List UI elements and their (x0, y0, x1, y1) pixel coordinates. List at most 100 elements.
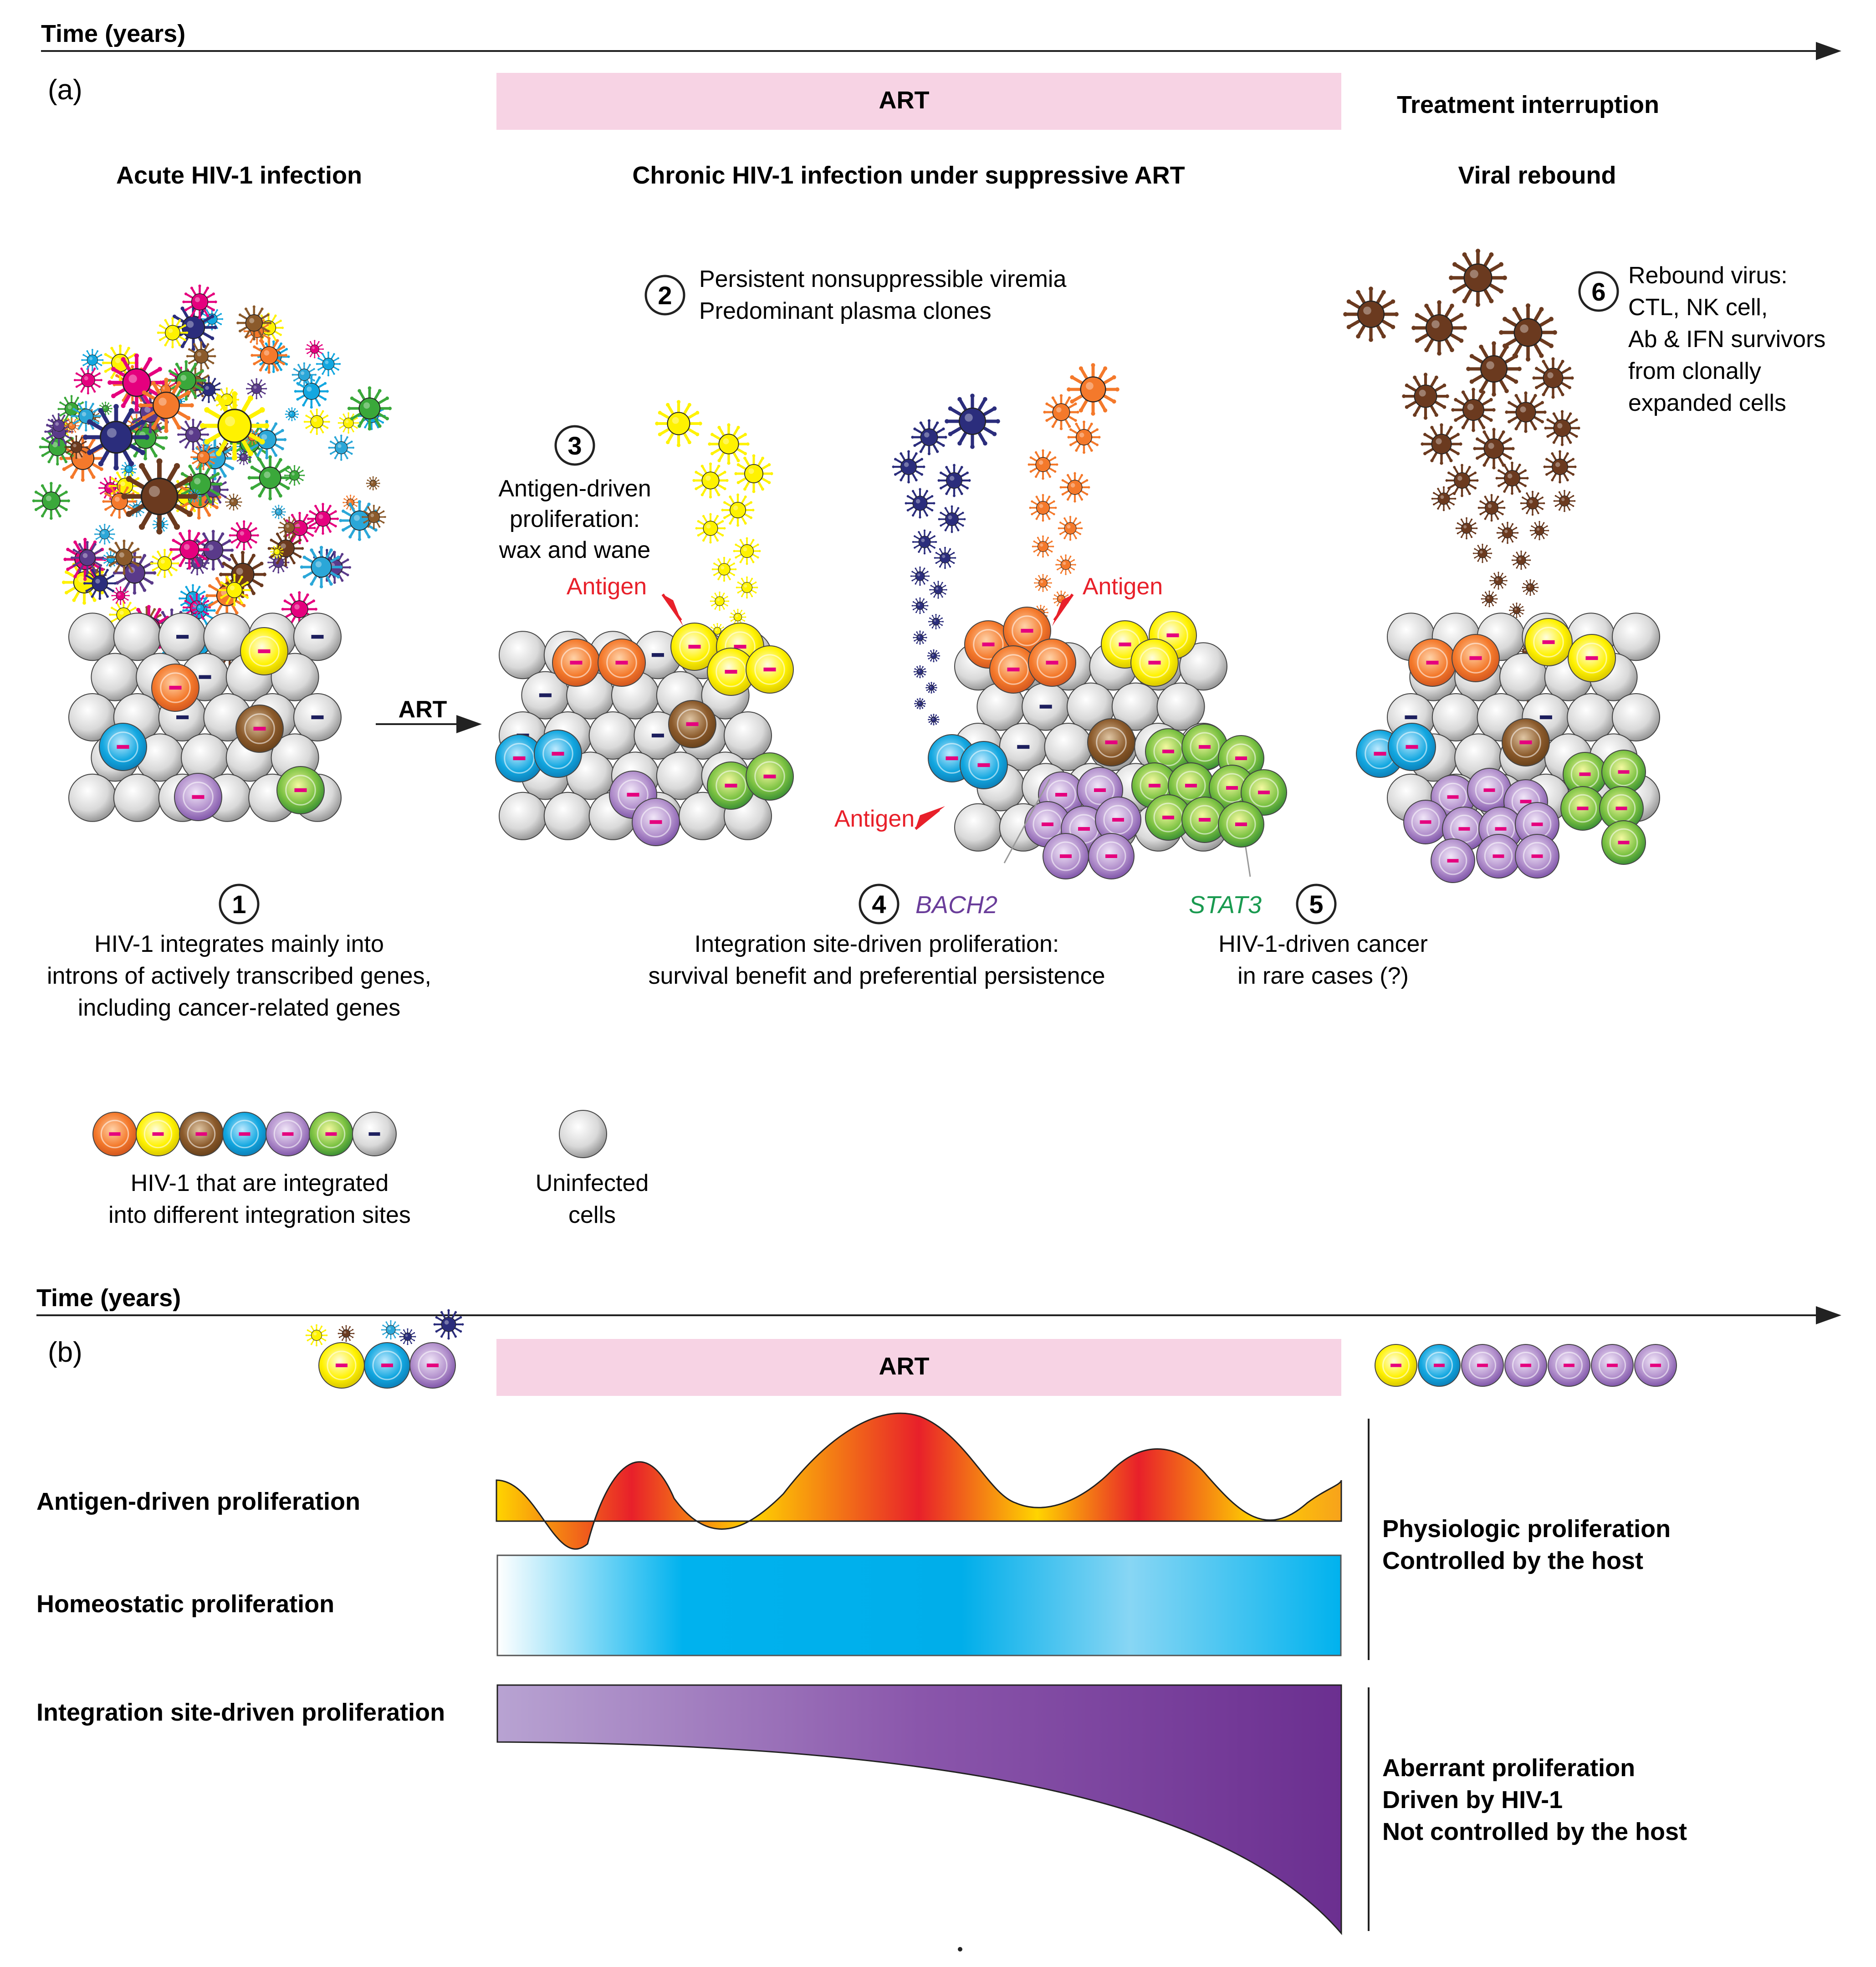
virus-acute (270, 545, 284, 559)
virus-acute (190, 444, 217, 470)
virus-yellow-clone (708, 423, 750, 465)
cell-yellow (746, 645, 794, 694)
step-6-line-3: Ab & IFN survivors (1628, 326, 1825, 353)
virus-acute (32, 482, 70, 520)
virus-rebound (1529, 521, 1549, 541)
virus-yellow-clone (695, 513, 726, 544)
virus-blue-clone (905, 488, 935, 519)
legend-cell-gray-infected (352, 1112, 397, 1156)
uninfected-cell (113, 773, 162, 822)
virus-rebound (1543, 450, 1577, 484)
antigen-label-1: Antigen (567, 573, 647, 600)
virus-orange-clone (1027, 449, 1058, 480)
art-bar-a (496, 73, 1341, 130)
antigen-label-2: Antigen (1083, 573, 1163, 600)
virus-acute (316, 351, 341, 377)
cell-brown (235, 705, 284, 753)
cell-purple (1548, 1344, 1590, 1387)
step-5-line-2: in rare cases (?) (1237, 963, 1409, 989)
cell-brown (1087, 718, 1135, 766)
cell-green (1181, 724, 1228, 770)
row-integration-site: Integration site-driven proliferation (36, 1699, 445, 1726)
virus-acute (250, 337, 288, 374)
virus-yellow-clone (711, 557, 737, 582)
virus-rebound (1449, 249, 1507, 307)
cell-green (1601, 820, 1646, 865)
legend-cell-green (309, 1112, 353, 1156)
panel-label-b: (b) (48, 1337, 82, 1368)
panel-b: Time (years) (b) ART Antigen-driven prol… (36, 1284, 1841, 1952)
virus-acute (182, 284, 217, 320)
virus-acute (166, 360, 207, 401)
virus-acute (284, 465, 305, 486)
virus-orange-clone (1067, 363, 1119, 416)
uninfected-cell (954, 803, 1002, 852)
phase-rebound-label: Viral rebound (1458, 162, 1616, 189)
art-bar-b (496, 1339, 1341, 1396)
step-1-number: 1 (232, 890, 246, 919)
cell-purple (1476, 834, 1521, 879)
cell-purple (632, 798, 680, 846)
virus-acute (291, 362, 317, 388)
virus-acute (138, 378, 194, 433)
cell-green (1241, 769, 1287, 816)
step-1-line-3: including cancer-related genes (78, 995, 400, 1021)
legend-cells (92, 1110, 607, 1158)
virus-blue-clone (912, 529, 937, 555)
uninfected-cell (91, 653, 139, 701)
virus-acute (225, 493, 242, 511)
step-2-line-2: Predominant plasma clones (699, 298, 992, 324)
time-axis-label-b: Time (years) (36, 1284, 181, 1312)
virus-acute (236, 305, 272, 341)
step-4-line-1: Integration site-driven proliferation: (695, 931, 1059, 957)
panel-b-cell-icons (305, 1309, 1677, 1389)
virus-acute (71, 401, 102, 432)
virus-acute (121, 461, 137, 477)
virus-rebound (1421, 423, 1462, 465)
virus-rebound (1522, 579, 1539, 596)
virus-rebound (1343, 286, 1399, 342)
virus-icon (337, 1325, 355, 1342)
virus-acute (305, 340, 324, 358)
virus-acute (177, 419, 210, 451)
cell-yellow (1524, 618, 1573, 666)
virus-acute (347, 386, 392, 431)
cell-green (707, 761, 755, 810)
virus-yellow-clone (729, 608, 746, 626)
time-axis-label-a: Time (years) (41, 20, 185, 47)
step-2-badge (644, 275, 685, 316)
uninfected-cell (1567, 693, 1615, 741)
virus-rebound (1489, 572, 1508, 590)
virus-acute (307, 503, 339, 535)
cell-purple (1515, 834, 1559, 879)
cell-green (1218, 801, 1264, 848)
virus-orange-clone (1055, 554, 1076, 575)
step-3-badge (554, 425, 595, 466)
legend-cell-brown (179, 1112, 224, 1156)
cell-purple (1088, 833, 1135, 879)
virus-acute (192, 600, 209, 617)
aberrant-line-2: Driven by HIV-1 (1382, 1786, 1563, 1814)
cell-orange (552, 639, 600, 687)
stat3-gene-label: STAT3 (1189, 891, 1262, 919)
uninfected-cell (1612, 613, 1660, 661)
virus-icon (399, 1328, 416, 1345)
uninfected-cell (499, 631, 547, 680)
cell-blue (1418, 1344, 1461, 1387)
aberrant-line-3: Not controlled by the host (1382, 1818, 1687, 1845)
virus-acute (70, 541, 104, 575)
virus-rebound (1496, 521, 1519, 544)
cell-brown (1502, 718, 1550, 766)
virus-yellow-clone (692, 462, 729, 499)
step-5-badge (1296, 884, 1337, 925)
virus-acute (303, 409, 330, 435)
virus-rebound (1431, 486, 1457, 511)
step-2-number: 2 (658, 281, 672, 310)
virus-blue-clone (928, 614, 944, 629)
antigen-arrow-2 (1052, 593, 1074, 626)
antigen-driven-wave (496, 1412, 1342, 1550)
step-3-number: 3 (567, 431, 582, 460)
virus-acute (328, 434, 355, 461)
stat3-leader-line (1245, 847, 1251, 877)
